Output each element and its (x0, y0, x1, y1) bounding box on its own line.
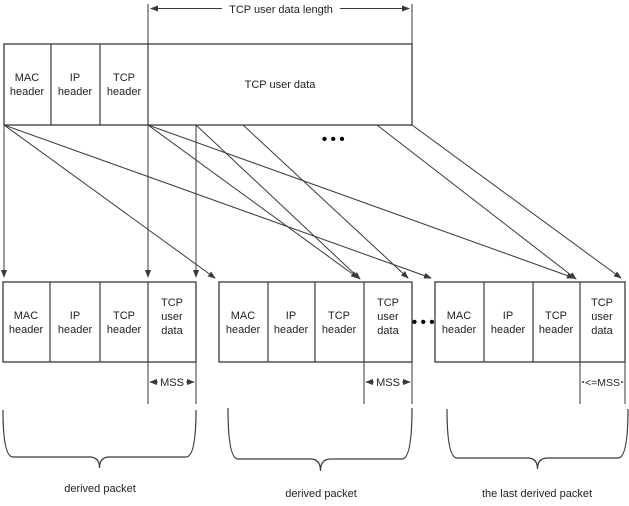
tcp-header-label: TCP (545, 310, 567, 322)
tcp-user-data-length-label: TCP user data length (229, 4, 333, 16)
derived-packet-caption: derived packet (64, 483, 136, 495)
mac-header-label: MAC (231, 310, 256, 322)
under-brace (227, 407, 413, 472)
ip-header-label: IP (70, 72, 80, 84)
ip-header-label: IP (286, 310, 296, 322)
map-line-p3-data-start (147, 124, 575, 279)
ip-header-label: header (58, 324, 93, 336)
label-mask (222, 2, 340, 15)
ip-header-label: IP (503, 310, 513, 322)
ip-header-label: header (491, 324, 526, 336)
map-line-p3-data-end (411, 124, 622, 279)
ip-header-label: IP (70, 310, 80, 322)
tcp-user-data-label: user (591, 311, 613, 323)
derived-packet-caption: the last derived packet (482, 488, 592, 500)
mac-header-label: MAC (447, 310, 472, 322)
ellipsis-dots-lower: ••• (412, 314, 438, 331)
derived-packet-caption: derived packet (285, 488, 357, 500)
tcp-header-label: TCP (113, 72, 135, 84)
tcp-user-data-label: data (377, 325, 399, 337)
ip-header-label: header (58, 86, 93, 98)
tcp-header-label: header (539, 324, 574, 336)
tcp-user-data-label: data (591, 325, 613, 337)
original-packet-box (3, 43, 413, 126)
tcp-user-data-label: TCP (161, 297, 183, 309)
tcp-user-data-label: TCP (591, 297, 613, 309)
tcp-header-label: header (322, 324, 357, 336)
mac-header-label: MAC (15, 72, 40, 84)
original-packet: MAC header IP header TCP header TCP user… (3, 43, 413, 126)
mac-header-label: header (10, 86, 45, 98)
ip-header-label: header (274, 324, 309, 336)
tcp-user-data-label: user (161, 311, 183, 323)
mss-label: <=MSS (585, 377, 620, 389)
tcp-user-data-label: TCP user data (245, 79, 317, 91)
mac-header-label: header (9, 324, 44, 336)
tcp-header-label: header (107, 86, 142, 98)
tcp-user-data-length-dimension: TCP user data length (147, 2, 413, 44)
tcp-user-data-label: user (377, 311, 399, 323)
derived-packet-1: MAC header IP header TCP header TCP user… (2, 281, 197, 495)
mac-header-label: MAC (14, 310, 39, 322)
ellipsis-dots-upper: ••• (322, 131, 348, 148)
mss-label: MSS (376, 377, 400, 389)
under-brace (446, 408, 629, 470)
mss-label: MSS (160, 377, 184, 389)
map-line-p2-data-start-b (195, 124, 361, 280)
map-line-p3-data-start-b (376, 124, 577, 280)
segmentation-mapping-lines (1, 124, 622, 280)
mac-header-label: header (226, 324, 261, 336)
mac-header-label: header (442, 324, 477, 336)
tcp-header-label: header (107, 324, 142, 336)
derived-packet-3: MAC header IP header TCP header TCP user… (434, 281, 629, 500)
map-line-p2-left (3, 124, 216, 279)
map-line-p2-data-end (242, 124, 409, 279)
label-mask (158, 375, 186, 388)
under-brace (2, 409, 197, 469)
tcp-user-data-label: TCP (377, 297, 399, 309)
map-line-p3-left (3, 124, 432, 279)
tcp-user-data-label: data (161, 325, 183, 337)
derived-packet-2: MAC header IP header TCP header TCP user… (218, 281, 413, 500)
tcp-header-label: TCP (328, 310, 350, 322)
map-line-p2-data-start (147, 124, 359, 279)
label-mask (374, 375, 402, 388)
tcp-header-label: TCP (113, 310, 135, 322)
label-mask (584, 376, 621, 388)
derived-packet-box (434, 281, 626, 363)
